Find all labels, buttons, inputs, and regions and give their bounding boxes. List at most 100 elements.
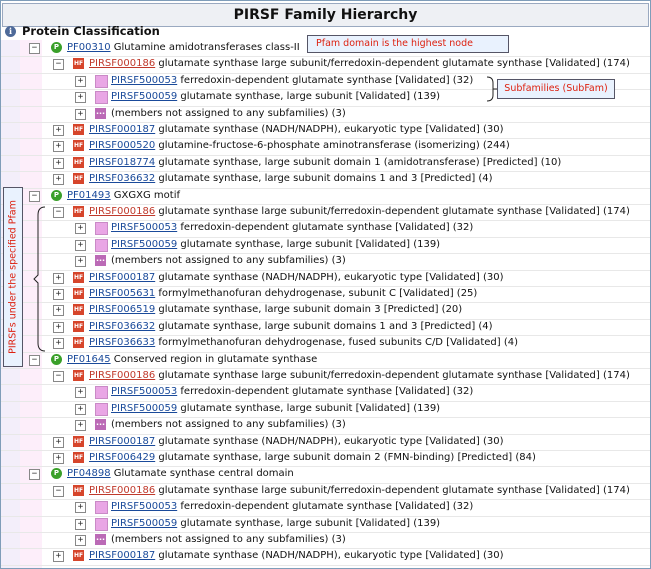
expand-toggle[interactable]: + [53,174,64,186]
row-content: PIRSF500053 ferredoxin-dependent glutama… [111,499,473,515]
subfamily-icon [95,517,108,531]
accession-link[interactable]: PIRSF000186 [89,370,156,381]
accession-link[interactable]: PIRSF036632 [89,320,156,332]
expand-toggle[interactable]: + [75,502,86,514]
row-content: PIRSF018774 glutamate synthase, large su… [89,155,561,171]
homeomorphic-family-icon: HF [73,206,84,217]
accession-link[interactable]: PIRSF000186 [89,484,156,496]
accession-link[interactable]: PF04898 [67,468,111,480]
accession-link[interactable]: PIRSF036633 [89,337,156,349]
expand-toggle[interactable]: + [53,338,64,350]
accession-link[interactable]: PIRSF000187 [89,124,156,135]
expand-toggle[interactable]: + [75,387,86,399]
expand-toggle[interactable]: + [53,141,64,153]
row-content: (members not assigned to any subfamilies… [111,253,346,269]
accession-link[interactable]: PIRSF005631 [89,288,156,299]
collapse-toggle[interactable]: − [29,190,40,202]
accession-link[interactable]: PIRSF500053 [111,222,178,234]
accession-link[interactable]: PIRSF036632 [89,173,156,185]
expand-toggle[interactable]: + [75,420,86,432]
expand-toggle[interactable]: + [53,305,64,317]
row-content: (members not assigned to any subfamilies… [111,417,346,433]
row-content: (members not assigned to any subfamilies… [111,532,346,548]
homeomorphic-family-icon: HF [73,550,84,562]
row-content: PIRSF000187 glutamate synthase (NADH/NAD… [89,270,504,286]
row-content: PIRSF500059 glutamate synthase, large su… [111,401,440,417]
unassigned-row: +... (members not assigned to any subfami… [1,253,650,271]
expand-toggle[interactable]: + [75,92,86,104]
expand-toggle[interactable]: + [53,453,64,464]
unassigned-members-icon: ... [95,255,106,267]
expand-toggle[interactable]: + [53,125,64,136]
expand-toggle[interactable]: + [75,256,86,268]
accession-link[interactable]: PIRSF006519 [89,304,156,316]
accession-link[interactable]: PIRSF500059 [111,238,178,250]
accession-link[interactable]: PF01645 [67,353,111,365]
row-description: glutamate synthase (NADH/NADPH), eukaryo… [158,271,504,283]
expand-toggle[interactable]: + [75,75,86,87]
row-description: formylmethanofuran dehydrogenase, fused … [158,337,518,349]
accession-link[interactable]: PIRSF000187 [89,271,156,283]
homeomorphic-family-icon: HF [73,173,84,185]
row-description: glutamate synthase (NADH/NADPH), eukaryo… [158,550,504,562]
collapse-toggle[interactable]: − [53,59,64,71]
unassigned-row: +...(members not assigned to any subfami… [1,532,650,550]
accession-link[interactable]: PIRSF006429 [89,452,156,463]
pirsf-row: + HF PIRSF000187 glutamate synthase (NADH/… [1,548,650,566]
collapse-toggle[interactable]: − [29,43,40,54]
accession-link[interactable]: PIRSF500059 [111,402,178,414]
expand-toggle[interactable]: + [75,535,86,546]
collapse-toggle[interactable]: − [53,207,64,218]
expand-toggle[interactable]: + [53,436,64,448]
accession-link[interactable]: PIRSF018774 [89,156,156,168]
expand-toggle[interactable]: + [75,239,86,251]
accession-link[interactable]: PIRSF000186 [89,206,156,217]
expand-toggle[interactable]: + [75,518,86,530]
subfamily-row: +PIRSF500059 glutamate synthase, large s… [1,89,650,107]
accession-link[interactable]: PF01493 [67,189,111,201]
expand-toggle[interactable]: + [75,223,86,235]
accession-link[interactable]: PIRSF500053 [111,386,178,398]
expand-toggle[interactable]: + [75,108,86,120]
subfamily-row: +PIRSF500059 glutamate synthase, large s… [1,516,650,533]
row-content: PF00310 Glutamine amidotransferases clas… [67,40,300,56]
row-content: PF01493 GXGXG motif [67,188,180,204]
subfam-bracket [486,76,497,102]
row-description: ferredoxin-dependent glutamate synthase … [180,222,474,234]
pfam-callout: Pfam domain is the highest node [307,35,509,53]
accession-link[interactable]: PIRSF000520 [89,140,156,152]
collapse-toggle[interactable]: − [29,354,40,366]
expand-toggle[interactable]: + [53,321,64,333]
homeomorphic-family-icon: HF [73,337,84,349]
collapse-toggle[interactable]: − [29,469,40,481]
row-content: PIRSF000520 glutamine-fructose-6-phospha… [89,138,510,154]
accession-link[interactable]: PIRSF000187 [89,435,156,447]
expand-toggle[interactable]: + [75,403,86,415]
row-description: glutamate synthase, large subunit [Valid… [180,402,441,414]
homeomorphic-family-icon: HF [73,58,84,70]
collapse-toggle[interactable]: − [53,371,64,382]
accession-link[interactable]: PIRSF500053 [111,501,178,513]
subfamily-row: + PIRSF500053 ferredoxin-dependent glutam… [1,220,650,238]
subfamily-row: + PIRSF500059 glutamate synthase, large s… [1,401,650,419]
expand-toggle[interactable]: + [53,551,64,563]
homeomorphic-family-icon: HF [73,271,84,283]
accession-link[interactable]: PF00310 [67,42,111,53]
subfam-callout: Subfamilies (SubFam) [497,79,615,99]
accession-link[interactable]: PIRSF500059 [111,517,178,529]
collapse-toggle[interactable]: − [53,485,64,497]
unassigned-row: +...(members not assigned to any subfami… [1,106,650,123]
expand-toggle[interactable]: + [53,272,64,284]
panel-title: PIRSF Family Hierarchy [2,3,649,27]
accession-link[interactable]: PIRSF000186 [89,58,156,70]
subfamily-row: + PIRSF500059 glutamate synthase, large s… [1,237,650,255]
pfam-icon: P [51,468,62,480]
accession-link[interactable]: PIRSF500059 [111,91,178,103]
row-description: glutamate synthase, large subunit [Valid… [180,238,441,250]
accession-link[interactable]: PIRSF000187 [89,550,156,562]
expand-toggle[interactable]: + [53,157,64,169]
expand-toggle[interactable]: + [53,289,64,300]
accession-link[interactable]: PIRSF500053 [111,74,178,86]
